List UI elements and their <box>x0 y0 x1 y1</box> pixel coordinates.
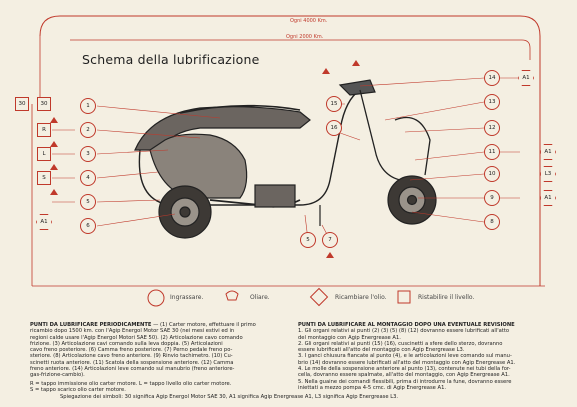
left-marker-2: R <box>37 123 51 137</box>
left-marker-9: 4 <box>80 170 96 186</box>
legend-oliare: Oliare. <box>250 294 270 301</box>
left-marker-1: 30 <box>37 97 51 111</box>
right-marker-3: 13 <box>484 94 500 110</box>
left-line-8: gas-frizione-cambio). <box>30 372 85 379</box>
interval-2000: Ogni 2000 Km. <box>286 34 324 40</box>
ingrassare-symbol <box>147 289 165 307</box>
right-line-3: essere lubrificati all'atto del montaggi… <box>298 347 465 354</box>
scooter-silhouette <box>134 79 437 239</box>
right-heading: PUNTI DA LUBRIFICARE AL MONTAGGIO DOPO U… <box>298 322 515 328</box>
right-marker-4: 16 <box>326 120 342 136</box>
left-line-0: — (1) Carter motore, effettuare il primo <box>153 322 256 328</box>
left-note-0: R = tappo immissione olio carter motore.… <box>30 380 232 387</box>
right-marker-8: 10 <box>484 166 500 182</box>
right-marker-0: 14 <box>484 70 500 86</box>
right-line-1: del montaggio con Agip Energrease A1. <box>298 334 401 341</box>
right-marker-9: L3 <box>540 166 556 182</box>
left-marker-7: 2 <box>80 122 96 138</box>
right-line-2: 2. Gli organi relativi ai punti (15) (16… <box>298 340 503 347</box>
left-line-1: ricambio dopo 1500 km. con l'Agip Energo… <box>30 328 235 335</box>
left-line-5: steriore. (8) Articolazione cavo freno a… <box>30 353 233 360</box>
right-text-block: PUNTI DA LUBRIFICARE AL MONTAGGIO DOPO U… <box>298 322 558 391</box>
left-marker-0: 30 <box>15 97 29 111</box>
symbols-footer: Spiegazione dei simboli: 30 significa Ag… <box>60 394 399 400</box>
left-line-7: freno anteriore. (14) Articolazioni leve… <box>30 366 235 373</box>
left-line-4: cavo freno posteriore. (6) Camma freno p… <box>30 347 233 354</box>
left-marker-4: S <box>37 171 51 185</box>
ristabilire-symbol <box>397 290 411 304</box>
right-marker-6: 11 <box>484 144 500 160</box>
legend-ingrassare: Ingrassare. <box>170 294 204 301</box>
left-marker-11: 6 <box>80 218 96 234</box>
right-marker-5: 12 <box>484 120 500 136</box>
left-line-3: frizione. (3) Articolazione cavi comando… <box>30 340 223 347</box>
legend-ricambiare: Ricambiare l'olio. <box>335 294 387 301</box>
frame-inner <box>70 39 531 60</box>
left-marker-8: 3 <box>80 146 96 162</box>
left-marker-3: L <box>37 147 51 161</box>
right-marker-13: 7 <box>322 232 338 248</box>
oil-symbols <box>50 60 360 258</box>
right-marker-10: 9 <box>484 190 500 206</box>
right-line-4: 3. I ganci chiusura fiancate al punto (4… <box>298 353 512 360</box>
left-line-6: scinetti ruota anteriore. (11) Scatola d… <box>30 359 234 366</box>
oliare-symbol <box>225 290 239 301</box>
right-line-8: 5. Nella guaine dei comandi flessibili, … <box>298 378 512 385</box>
right-marker-2: 15 <box>326 96 342 112</box>
right-line-0: 1. Gli organi relativi ai punti (2) (3) … <box>298 328 510 335</box>
left-marker-6: 1 <box>80 98 96 114</box>
left-leaders <box>52 105 221 227</box>
right-marker-1: A1 <box>518 70 534 86</box>
right-line-5: brio (14) dovranno essere lubrificati al… <box>298 359 516 366</box>
right-marker-12: 8 <box>484 214 500 230</box>
right-line-6: 4. Le molle della sospensione anteriore … <box>298 366 511 373</box>
frame-outer <box>39 15 541 286</box>
diagram-title: Schema della lubrificazione <box>82 52 260 67</box>
left-note-1: S = tappo scarico olio carter motore. <box>30 386 126 393</box>
left-marker-5: A1 <box>36 214 52 230</box>
left-marker-10: 5 <box>80 194 96 210</box>
right-line-7: cella, dovranno essere spalmate, all'att… <box>298 372 510 379</box>
legend-ristabilire: Ristabilire il livello. <box>418 294 475 301</box>
right-marker-7: A1 <box>540 144 556 160</box>
left-text-block: PUNTI DA LUBRIFICARE PERIODICAMENTE — (1… <box>30 322 288 393</box>
right-marker-11: A1 <box>540 190 556 206</box>
ricambiare-symbol <box>309 287 329 307</box>
left-heading: PUNTI DA LUBRIFICARE PERIODICAMENTE <box>30 322 152 328</box>
right-line-9: iniettati a mezzo pompa 4-5 cmc. di Agip… <box>298 384 447 391</box>
right-marker-14: 5 <box>300 232 316 248</box>
interval-4000: Ogni 4000 Km. <box>290 18 328 24</box>
left-line-2: regioni calde usare l'Agip Energol Motor… <box>30 334 243 341</box>
